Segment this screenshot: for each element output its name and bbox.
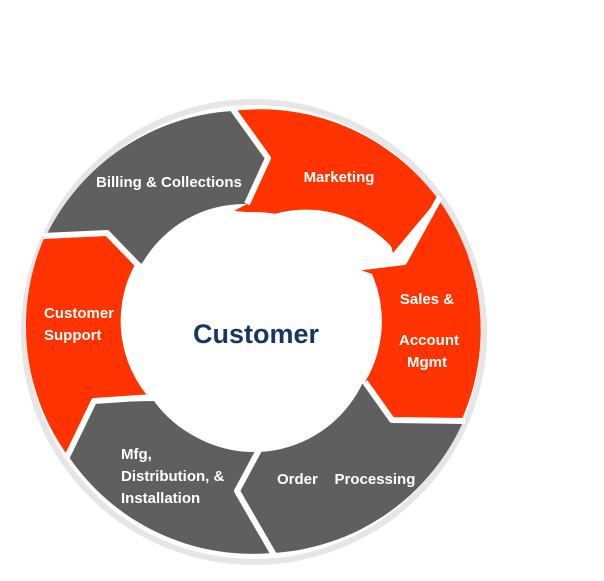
segment-mfg-distribution bbox=[69, 401, 272, 554]
label-support-line2: Support bbox=[44, 327, 102, 344]
center-hub bbox=[134, 212, 374, 452]
segment-labels: Marketing Sales & Account Mgmt Order Pro… bbox=[44, 169, 459, 507]
label-sales-line2: Account bbox=[399, 332, 459, 349]
label-marketing: Marketing bbox=[304, 169, 375, 186]
label-mfg-line1: Mfg, bbox=[121, 446, 152, 463]
segment-customer-support bbox=[25, 235, 154, 456]
segment-separators bbox=[42, 106, 466, 557]
label-sales-line3: Mgmt bbox=[407, 354, 447, 371]
center-label: Customer bbox=[193, 319, 320, 349]
segment-billing-collections bbox=[46, 111, 268, 266]
segment-marketing bbox=[232, 109, 438, 253]
label-billing: Billing & Collections bbox=[96, 174, 242, 191]
label-sales-line1: Sales & bbox=[400, 291, 454, 308]
label-mfg-line2: Distribution, & bbox=[121, 468, 224, 485]
label-support-line1: Customer bbox=[44, 305, 114, 322]
ring-shadow bbox=[21, 99, 487, 565]
segment-sales-account-mgmt bbox=[355, 199, 481, 420]
cycle-segments bbox=[25, 109, 481, 554]
label-mfg-line3: Installation bbox=[121, 490, 200, 507]
segment-order-processing bbox=[238, 382, 463, 553]
label-order-processing: Order Processing bbox=[277, 471, 415, 488]
